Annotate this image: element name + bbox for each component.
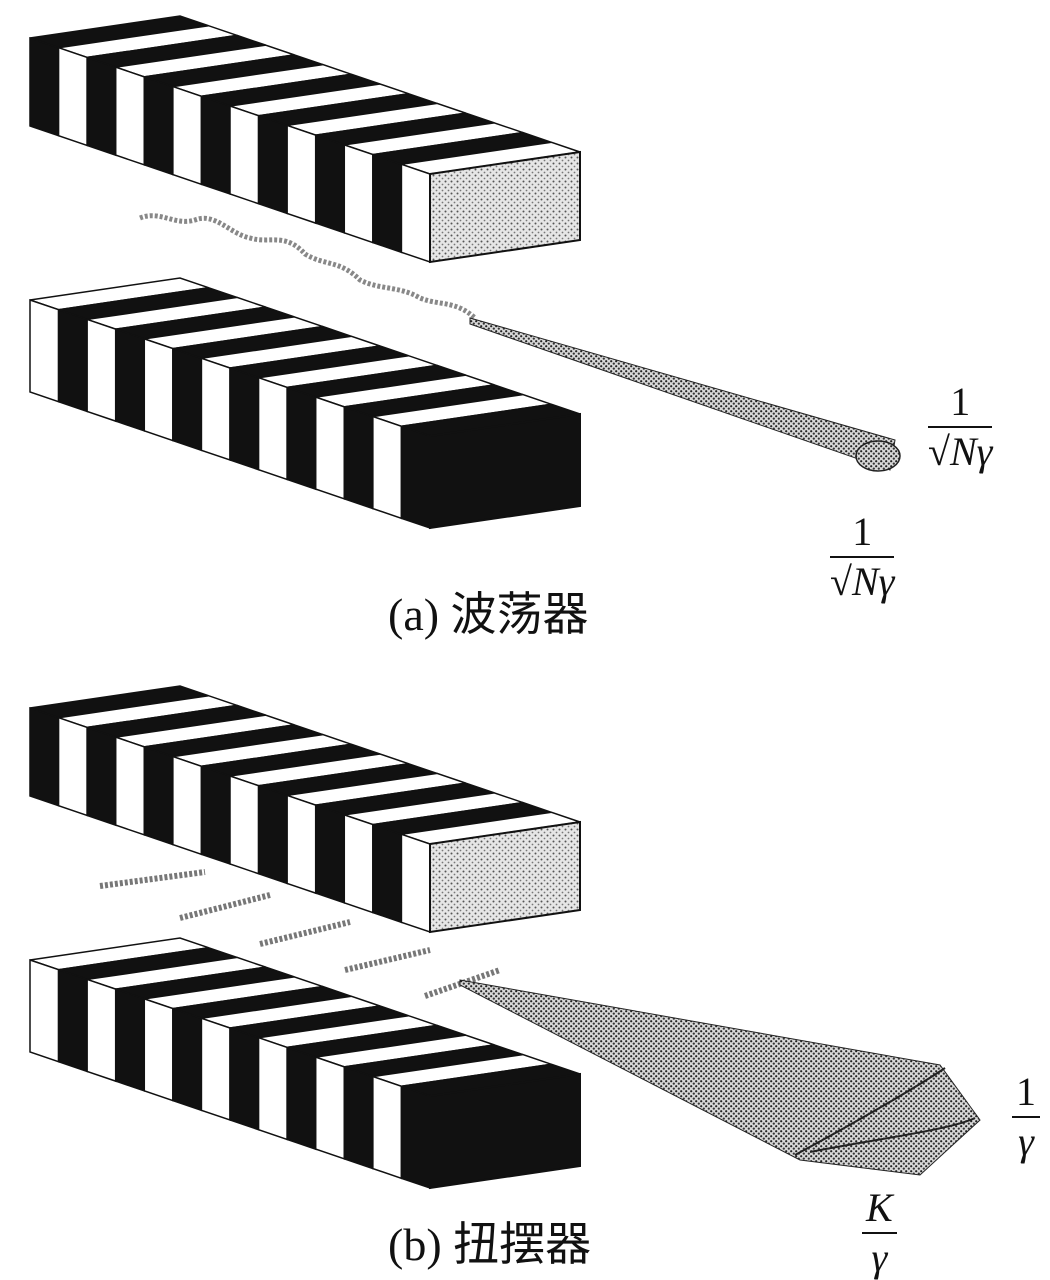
electron-trajectory-segments [99, 869, 501, 999]
magnet-pole-block [86, 318, 117, 423]
caption-undulator: (a) 波荡器 [388, 589, 589, 640]
magnet-pole-block [286, 124, 317, 225]
fraction-bar [830, 556, 895, 558]
magnet-pole-block [172, 755, 203, 856]
magnet-pole-block [400, 425, 431, 530]
fraction-bar [862, 1232, 897, 1234]
magnet-pole-block [29, 298, 60, 403]
magnet-pole-block [86, 726, 117, 827]
magnet-pole-block [343, 1065, 374, 1170]
magnet-pole-block [314, 1056, 346, 1160]
narrow-radiation-cone [469, 317, 896, 471]
magnet-pole-block [286, 386, 317, 491]
angle-label-undulator-right: 1 √Nγ [928, 379, 993, 474]
fraction-numerator: 1 [1016, 1069, 1036, 1114]
fraction-bar [1012, 1116, 1040, 1118]
magnet-pole-block [172, 1007, 203, 1112]
magnet-pole-block [257, 376, 288, 481]
magnet-pole-block [372, 153, 403, 254]
magnet-pole-block [143, 745, 174, 846]
gamma: γ [878, 559, 895, 604]
fraction-denominator: γ [871, 1235, 888, 1280]
magnet-pole-block [229, 774, 260, 875]
magnet-pole-block [400, 1085, 431, 1190]
angle-label-undulator-bottom: 1 √Nγ [830, 509, 895, 604]
magnet-pole-block [257, 1036, 288, 1141]
magnet-pole-block [29, 36, 60, 137]
magnet-pole-block [57, 716, 88, 817]
magnet-pole-block [372, 823, 403, 924]
magnet-pole-block [286, 1046, 317, 1151]
magnet-pole-block [114, 988, 146, 1092]
magnet-end-face [429, 1072, 581, 1190]
caption-wiggler: (b) 扭摆器 [388, 1219, 592, 1270]
upper-magnet-array [29, 15, 581, 264]
magnet-pole-block [114, 736, 146, 836]
angle-label-wiggler-bottom: K γ [862, 1188, 897, 1278]
magnet-pole-block [314, 396, 346, 500]
lower-magnet-array [29, 277, 581, 530]
magnet-pole-block [314, 804, 346, 904]
magnet-pole-block [29, 706, 60, 807]
magnet-pole-block [229, 1026, 260, 1131]
magnet-pole-block [29, 958, 60, 1063]
angle-label-wiggler-right: 1 γ [1012, 1072, 1040, 1162]
magnet-pole-block [172, 85, 203, 186]
fraction-numerator: 1 [950, 379, 971, 424]
magnet-pole-block [372, 415, 403, 520]
magnet-pole-block [257, 784, 288, 885]
fraction-denominator: √Nγ [830, 556, 895, 604]
fan-edge [794, 1067, 976, 1156]
magnet-pole-block [229, 104, 260, 205]
magnet-pole-block [400, 163, 431, 264]
cone-end [855, 440, 901, 472]
magnet-pole-block [200, 1017, 231, 1122]
wide-radiation-fan [459, 979, 981, 1176]
magnet-pole-block [114, 328, 146, 432]
magnet-pole-block [286, 794, 317, 895]
lower-magnet-array [29, 937, 581, 1190]
magnet-pole-block [86, 56, 117, 157]
sqrt-symbol: √ [928, 429, 950, 474]
fraction-numerator: 1 [852, 509, 873, 554]
magnet-end-face [429, 820, 581, 934]
magnet-pole-block [143, 337, 174, 442]
magnet-pole-block [57, 46, 88, 147]
gamma: γ [976, 429, 993, 474]
fraction-numerator: K [866, 1185, 893, 1230]
magnet-pole-block [86, 978, 117, 1083]
magnet-pole-block [372, 1075, 403, 1180]
magnet-end-face [429, 150, 581, 264]
magnet-pole-block [257, 114, 288, 215]
magnet-pole-block [343, 143, 374, 244]
sqrt-symbol: √ [830, 559, 852, 604]
magnet-pole-block [200, 95, 231, 196]
magnet-pole-block [400, 833, 431, 934]
magnet-pole-block [343, 405, 374, 510]
fraction-denominator: γ [1018, 1119, 1034, 1164]
upper-magnet-array [29, 685, 581, 934]
magnet-pole-block [314, 134, 346, 234]
magnet-end-face [429, 412, 581, 530]
fraction-denominator: √Nγ [928, 426, 993, 474]
magnet-pole-block [229, 366, 260, 471]
radicand: N [949, 426, 977, 474]
magnet-pole-block [172, 347, 203, 452]
magnet-pole-block [200, 765, 231, 866]
magnet-pole-block [143, 75, 174, 176]
oscillating-electron-path [139, 213, 477, 320]
radicand: N [851, 556, 879, 604]
magnet-pole-block [57, 968, 88, 1073]
magnet-pole-block [143, 997, 174, 1102]
magnet-pole-block [343, 813, 374, 914]
magnet-pole-block [57, 308, 88, 413]
magnet-pole-block [200, 357, 231, 462]
fraction-bar [928, 426, 993, 428]
panel-undulator [29, 15, 901, 530]
panel-wiggler [29, 685, 981, 1190]
magnet-pole-block [114, 66, 146, 166]
